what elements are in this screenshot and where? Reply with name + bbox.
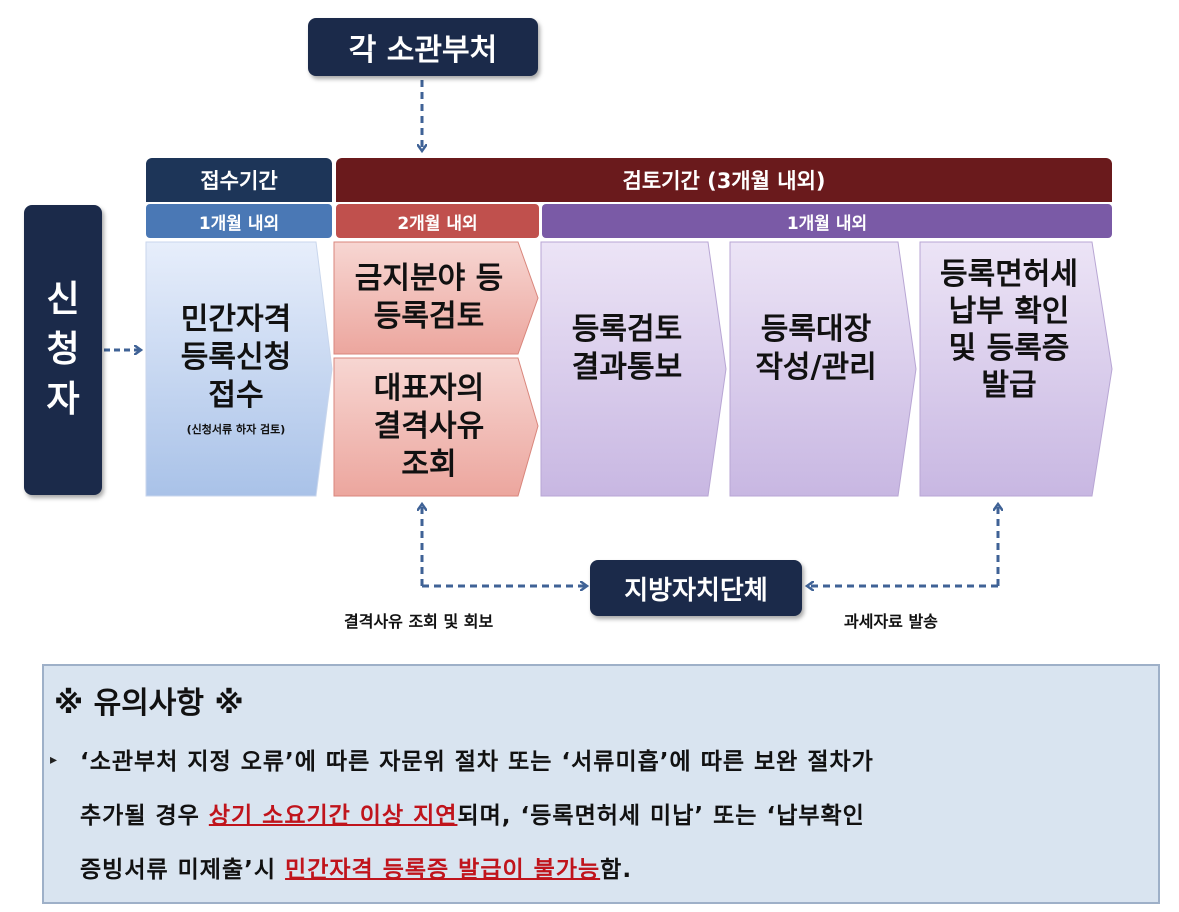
- stage-notify: 등록검토 결과통보: [541, 244, 713, 454]
- stage-reception-title: 민간자격 등록신청 접수: [180, 302, 292, 413]
- stage-notify-shape: [540, 241, 727, 497]
- label-tax-data: 과세자료 발송: [844, 612, 938, 631]
- review-header-label: 검토기간 (3개월 내외): [622, 169, 826, 193]
- notice-box: ※ 유의사항 ※ ▸ ‘소관부처 지정 오류’에 따른 자문위 절차 또는 ‘서…: [42, 664, 1160, 904]
- notice-title: ※ 유의사항 ※: [54, 686, 244, 721]
- notice-line-3: 증빙서류 미제출’시 민간자격 등록증 발급이 불가능함.: [80, 850, 632, 884]
- applicant-box: 신 청 자: [24, 205, 102, 495]
- notice-line-2-b: 되며, ‘등록면허세 미납’ 또는 ‘납부확인: [457, 803, 865, 829]
- stage-notify-title: 등록검토 결과통보: [571, 312, 683, 385]
- local-gov-box: 지방자치단체: [590, 560, 802, 616]
- applicant-label: 신 청 자: [46, 279, 80, 420]
- notice-line-1-text: ‘소관부처 지정 오류’에 따른 자문위 절차 또는 ‘서류미흡’에 따른 보완…: [80, 749, 874, 775]
- reception-header: 접수기간: [146, 158, 332, 202]
- stage-prohibited: 금지분야 등 등록검토: [334, 244, 524, 352]
- notice-line-1: ‘소관부처 지정 오류’에 따른 자문위 절차 또는 ‘서류미흡’에 따른 보완…: [80, 742, 874, 776]
- stage-reception-shape: [145, 241, 333, 497]
- stage-register: 등록대장 작성/관리: [730, 244, 902, 454]
- stage-disqualify: 대표자의 결격사유 조회: [334, 360, 524, 494]
- stage-register-title: 등록대장 작성/관리: [755, 312, 877, 385]
- review-duration-a: 2개월 내외: [336, 204, 539, 238]
- review-header: 검토기간 (3개월 내외): [336, 158, 1112, 202]
- stage-prohibited-shape: [333, 241, 539, 355]
- review-duration-a-label: 2개월 내외: [397, 213, 478, 234]
- notice-line-3-red: 민간자격 등록증 발급이 불가능: [285, 857, 601, 883]
- local-gov-label: 지방자치단체: [624, 575, 768, 606]
- notice-line-3-b: 함.: [600, 857, 633, 883]
- notice-line-3-a: 증빙서류 미제출’시: [80, 857, 286, 883]
- stage-prohibited-title: 금지분야 등 등록검토: [354, 261, 504, 334]
- review-duration-b-label: 1개월 내외: [786, 213, 868, 234]
- stage-register-shape: [729, 241, 917, 497]
- reception-duration-label: 1개월 내외: [198, 213, 280, 234]
- stage-reception-subtitle: (신청서류 하자 검토): [186, 423, 286, 436]
- reception-header-label: 접수기간: [200, 169, 278, 193]
- stage-issue-title: 등록면허세 납부 확인 및 등록증 발급: [940, 257, 1078, 403]
- reception-duration: 1개월 내외: [146, 204, 332, 238]
- label-disqualify-reply: 결격사유 조회 및 회보: [344, 612, 494, 631]
- review-duration-b: 1개월 내외: [542, 204, 1112, 238]
- ministry-label: 각 소관부처: [348, 33, 498, 68]
- stage-disqualify-shape: [333, 357, 539, 497]
- stage-reception: 민간자격 등록신청 접수 (신청서류 하자 검토): [146, 244, 326, 494]
- stage-issue: 등록면허세 납부 확인 및 등록증 발급: [920, 256, 1098, 436]
- stage-issue-shape: [919, 241, 1113, 497]
- notice-line-2-a: 추가될 경우: [80, 803, 209, 829]
- notice-line-2-red: 상기 소요기간 이상 지연: [208, 803, 458, 829]
- ministry-box: 각 소관부처: [308, 18, 538, 76]
- stage-disqualify-title: 대표자의 결격사유 조회: [373, 371, 485, 482]
- notice-line-2: 추가될 경우 상기 소요기간 이상 지연되며, ‘등록면허세 미납’ 또는 ‘납…: [80, 796, 865, 830]
- bullet-icon: ▸: [50, 752, 58, 768]
